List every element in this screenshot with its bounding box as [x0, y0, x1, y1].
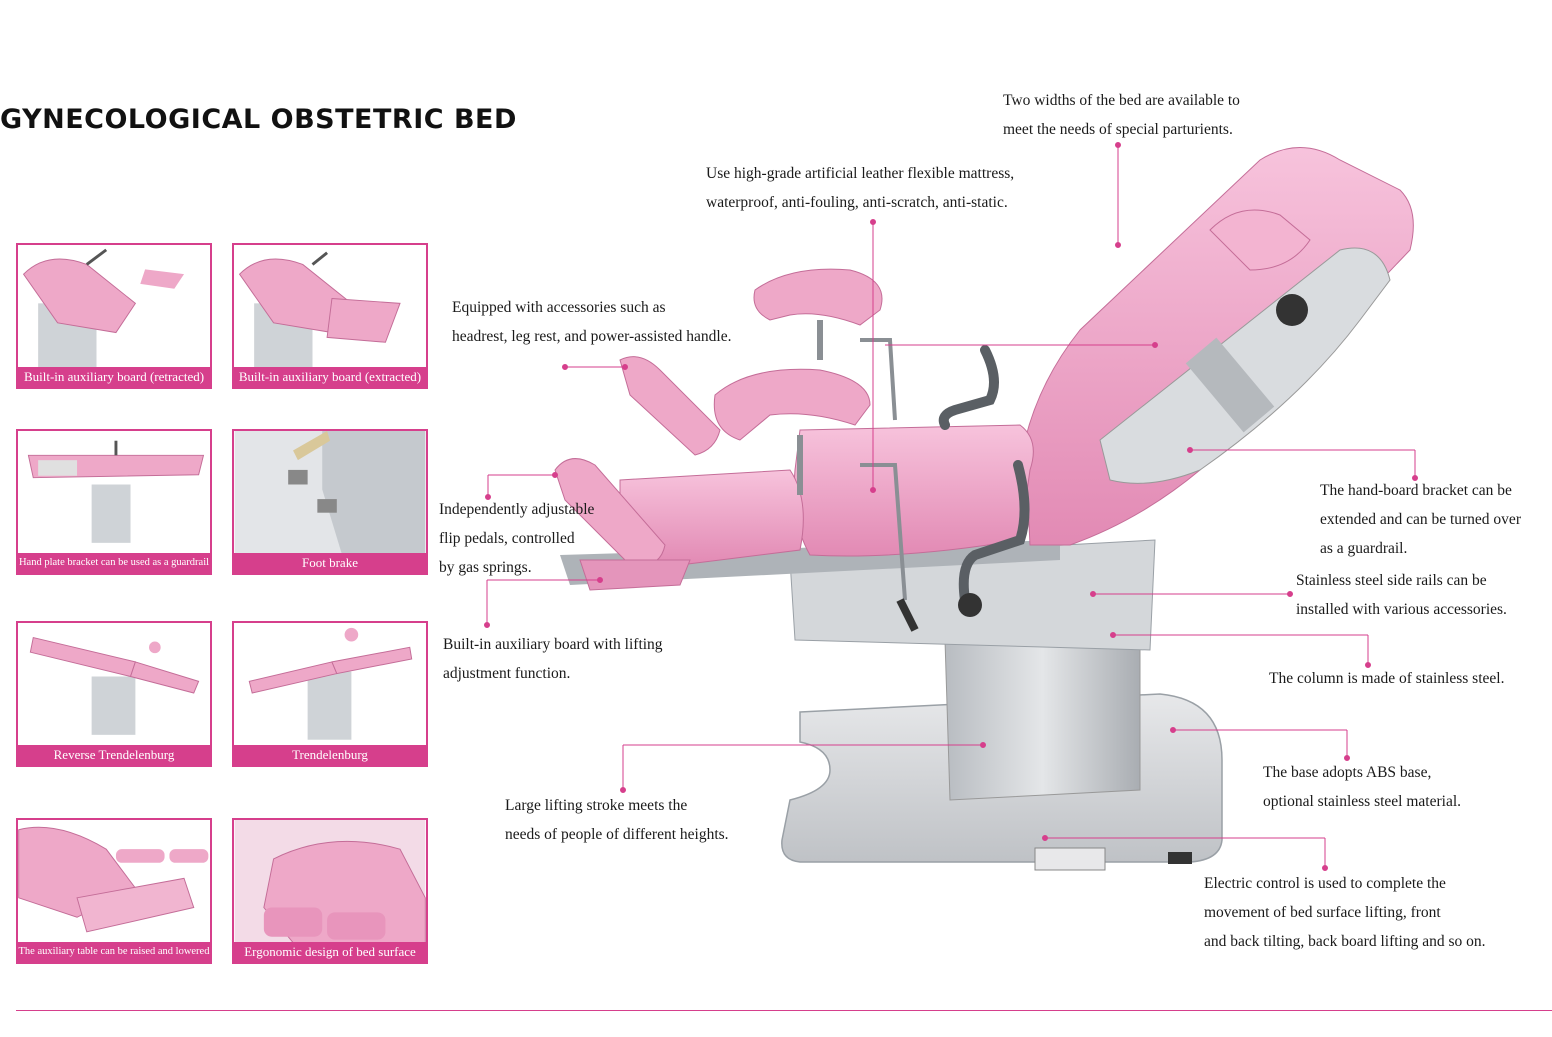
thumb-aux-board-extracted: Built-in auxiliary board (extracted) [232, 243, 428, 389]
bed-column [944, 629, 1141, 801]
note-line: Use high-grade artificial leather flexib… [706, 165, 1015, 182]
note-line: needs of people of different heights. [505, 826, 729, 843]
note-line: flip pedals, controlled [439, 530, 575, 547]
note-line: Independently adjustable [439, 501, 595, 518]
note-line: Electric control is used to complete the [1204, 875, 1446, 892]
note-hand-board: The hand-board bracket can be extended a… [1320, 476, 1521, 563]
seat [793, 424, 1034, 557]
note-line: adjustment function. [443, 665, 571, 682]
thumb-caption: Reverse Trendelenburg [18, 745, 210, 765]
leg-rest-back [753, 268, 883, 326]
note-electric-control: Electric control is used to complete the… [1204, 869, 1486, 956]
thumb-image [234, 820, 426, 944]
thumb-caption: Foot brake [234, 553, 426, 573]
note-line: Stainless steel side rails can be [1296, 572, 1487, 589]
thumb-image [27, 440, 205, 543]
note-line: installed with various accessories. [1296, 601, 1507, 618]
note-column: The column is made of stainless steel. [1269, 664, 1504, 693]
thumb-caption: Hand plate bracket can be used as a guar… [18, 553, 210, 573]
thumb-caption: Ergonomic design of bed surface [234, 942, 426, 962]
leg-rest-front [713, 368, 871, 441]
thumb-caption: Built-in auxiliary board (retracted) [18, 367, 210, 387]
note-line: meet the needs of special parturients. [1003, 121, 1233, 138]
thumb-caption: The auxiliary table can be raised and lo… [18, 942, 210, 962]
note-line: movement of bed surface lifting, front [1204, 904, 1441, 921]
note-line: Two widths of the bed are available to [1003, 92, 1240, 109]
note-line: by gas springs. [439, 559, 532, 576]
thumb-image [238, 251, 401, 372]
note-line: Large lifting stroke meets the [505, 797, 688, 814]
thumb-trendelenburg: Trendelenburg [232, 621, 428, 767]
thumb-image [18, 826, 209, 933]
note-line: Built-in auxiliary board with lifting [443, 636, 663, 653]
note-bed-widths: Two widths of the bed are available to m… [1003, 86, 1240, 144]
note-side-rails: Stainless steel side rails can be instal… [1296, 566, 1507, 624]
note-line: optional stainless steel material. [1263, 793, 1462, 810]
thumb-ergonomic-design: Ergonomic design of bed surface [232, 818, 428, 964]
note-line: The hand-board bracket can be [1320, 482, 1512, 499]
footer-divider [16, 1010, 1552, 1011]
thumb-caption: Trendelenburg [234, 745, 426, 765]
thumb-caption: Built-in auxiliary board (extracted) [234, 367, 426, 387]
page-title: GYNECOLOGICAL OBSTETRIC BED [0, 104, 517, 135]
note-line: extended and can be turned over [1320, 511, 1521, 528]
note-line: The base adopts ABS base, [1263, 764, 1432, 781]
note-lifting-stroke: Large lifting stroke meets the needs of … [505, 791, 729, 849]
note-line: as a guardrail. [1320, 540, 1408, 557]
note-line: and back tilting, back board lifting and… [1204, 933, 1486, 950]
note-line: headrest, leg rest, and power-assisted h… [452, 328, 732, 345]
note-line: waterproof, anti-fouling, anti-scratch, … [706, 194, 1008, 211]
thumb-foot-brake: Foot brake [232, 429, 428, 575]
thumb-auxiliary-table: The auxiliary table can be raised and lo… [16, 818, 212, 964]
power-handle-2 [958, 460, 1030, 605]
thumb-reverse-trendelenburg: Reverse Trendelenburg [16, 621, 212, 767]
power-handle [938, 345, 999, 430]
thumb-image [22, 248, 185, 372]
note-base: The base adopts ABS base, optional stain… [1263, 758, 1461, 816]
note-mattress: Use high-grade artificial leather flexib… [706, 159, 1014, 217]
thumb-image [248, 627, 413, 740]
note-aux-board: Built-in auxiliary board with lifting ad… [443, 630, 663, 688]
thumb-image [234, 431, 426, 554]
note-line: The column is made of stainless steel. [1269, 670, 1505, 687]
note-flip-pedals: Independently adjustable flip pedals, co… [439, 495, 594, 582]
note-line: Equipped with accessories such as [452, 299, 666, 316]
thumb-aux-board-retracted: Built-in auxiliary board (retracted) [16, 243, 212, 389]
thumb-hand-plate-bracket: Hand plate bracket can be used as a guar… [16, 429, 212, 575]
note-accessories: Equipped with accessories such as headre… [452, 293, 731, 351]
thumb-image [29, 636, 200, 735]
